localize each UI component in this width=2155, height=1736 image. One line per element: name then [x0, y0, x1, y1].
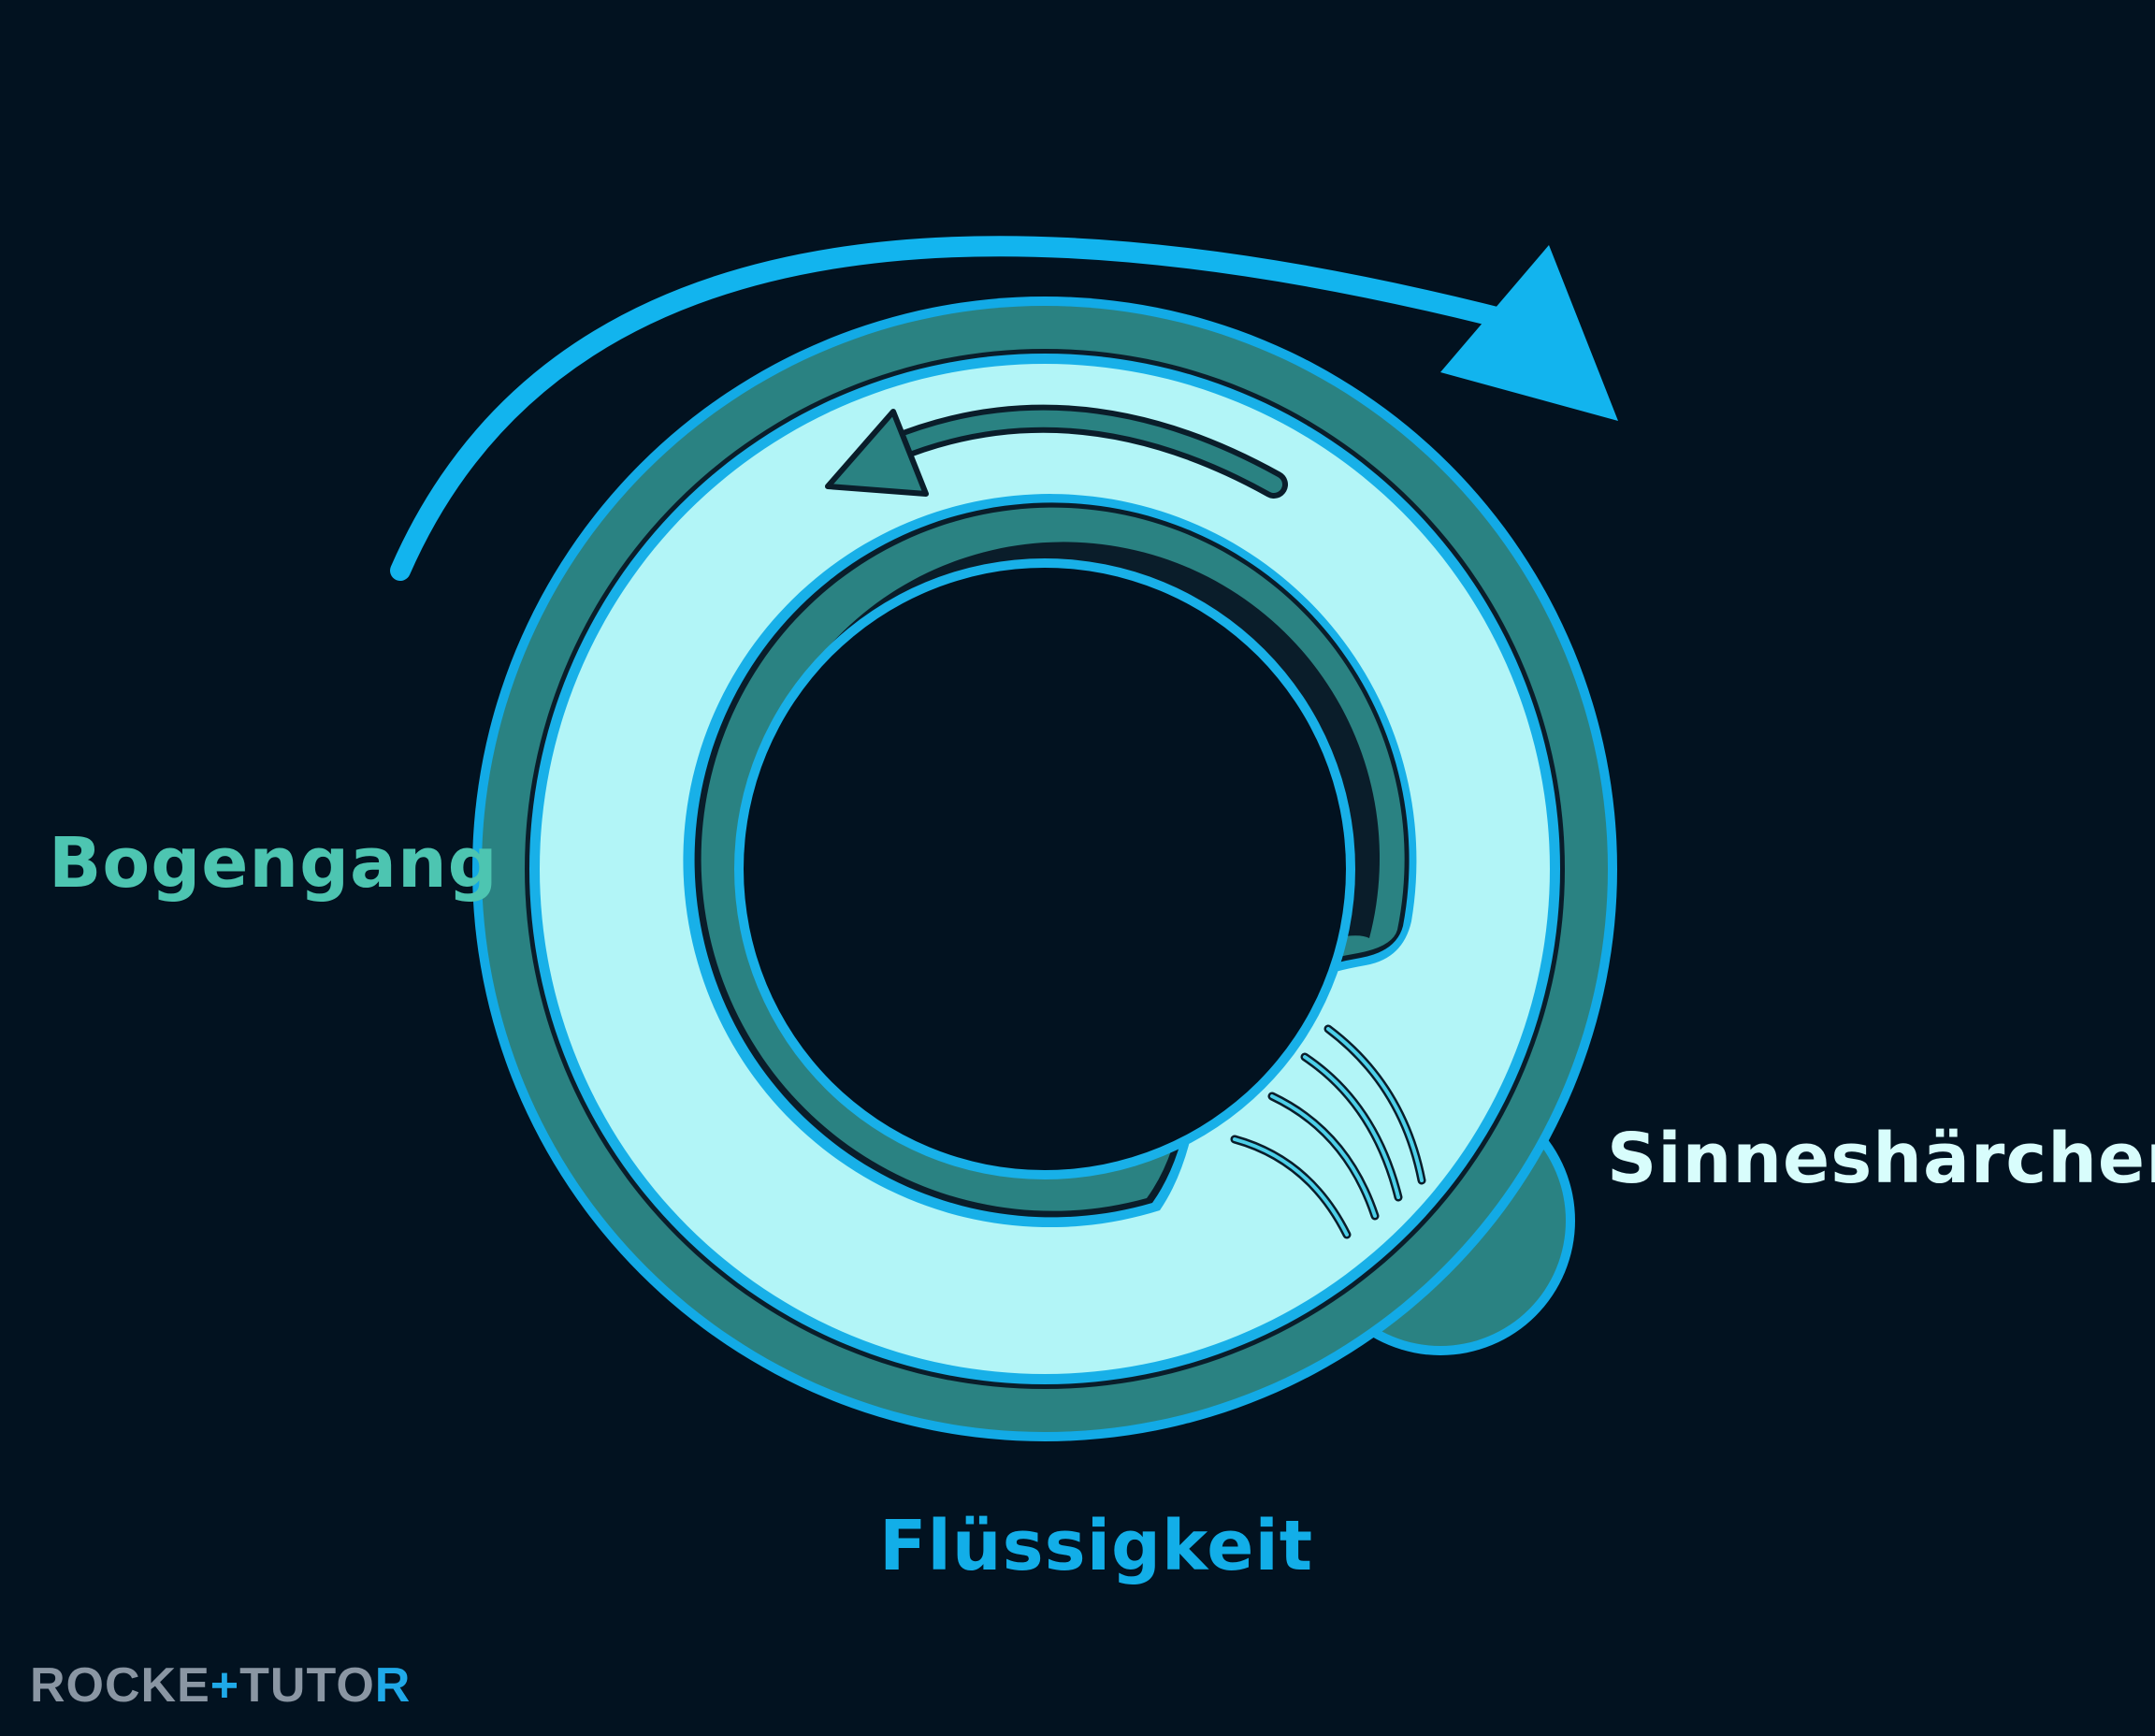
fluid-flow-arrow-icon [825, 404, 1288, 499]
logo-text-part1: ROCKE [30, 1658, 210, 1713]
rotation-arrow-icon [390, 236, 1618, 581]
logo-text-part3: R [374, 1658, 412, 1713]
sensory-hairs [1230, 1024, 1426, 1239]
canal-label: Bogengang [49, 823, 499, 904]
rocket-tutor-logo: ROCKE+TUTOR [30, 1657, 411, 1714]
fluid-label: Flüssigkeit [879, 1506, 1314, 1586]
logo-text-part2: TUTO [239, 1658, 375, 1713]
logo-accent-glyph: + [210, 1658, 240, 1713]
canal-inner-wall [683, 494, 1417, 1228]
sensory-hairs-label: Sinneshärchen [1607, 1119, 2155, 1199]
